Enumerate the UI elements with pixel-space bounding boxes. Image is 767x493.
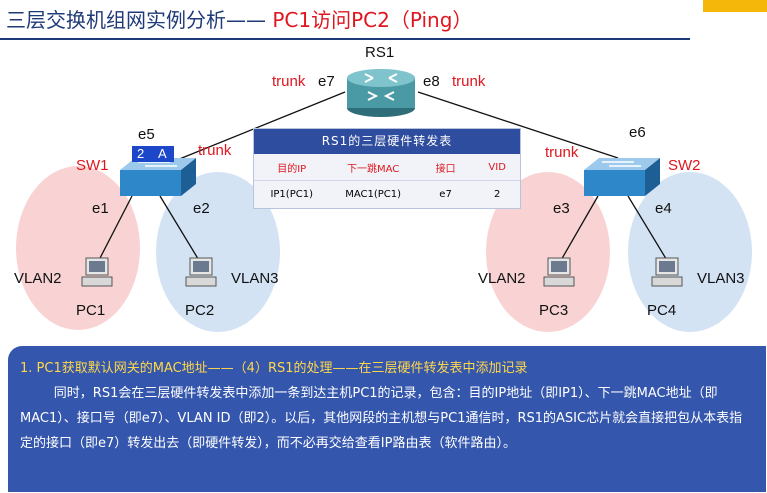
pc-icon-pc3 bbox=[543, 257, 575, 287]
pc-icon-pc4 bbox=[651, 257, 683, 287]
table-header-cell: 接口 bbox=[435, 163, 456, 175]
sw1-badge-box bbox=[132, 146, 152, 162]
pc2-vlan-label: VLAN3 bbox=[231, 270, 279, 287]
sw1-trunk-label: trunk bbox=[198, 142, 232, 159]
switch-icon-sw2 bbox=[584, 158, 660, 196]
rs1-e7-label: e7 bbox=[318, 73, 335, 90]
table-cell: MAC1(PC1) bbox=[345, 189, 402, 200]
sw2-e6-label: e6 bbox=[629, 124, 646, 141]
rs1-right-trunk-label: trunk bbox=[452, 73, 486, 90]
sw1-e1-label: e1 bbox=[92, 200, 109, 217]
table-title: RS1的三层硬件转发表 bbox=[254, 129, 520, 154]
sw2-e4-label: e4 bbox=[655, 200, 672, 217]
pc3-label: PC3 bbox=[539, 302, 569, 319]
pc1-vlan-label: VLAN2 bbox=[14, 270, 62, 287]
pc1-label: PC1 bbox=[76, 302, 106, 319]
rs1-e8-label: e8 bbox=[423, 73, 440, 90]
network-diagram bbox=[16, 69, 752, 332]
table-header-cell: 目的IP bbox=[277, 163, 307, 175]
vlan2-zone-left bbox=[16, 166, 140, 330]
title-divider bbox=[0, 38, 690, 40]
explanation-box: 1. PC1获取默认网关的MAC地址——（4）RS1的处理——在三层硬件转发表中… bbox=[8, 346, 766, 492]
rs1-label: RS1 bbox=[365, 44, 395, 61]
table-header-cell: VID bbox=[488, 161, 506, 173]
corner-decoration bbox=[703, 0, 767, 12]
sw2-label: SW2 bbox=[668, 157, 701, 174]
vlan3-zone-left bbox=[156, 172, 280, 332]
table-cell: 2 bbox=[493, 189, 501, 200]
rs1-left-trunk-label: trunk bbox=[272, 73, 306, 90]
links bbox=[97, 91, 669, 263]
router-icon bbox=[347, 69, 415, 117]
explanation-heading: 1. PC1获取默认网关的MAC地址——（4）RS1的处理——在三层硬件转发表中… bbox=[20, 361, 528, 376]
vlan3-zone-right bbox=[628, 172, 752, 332]
table-header-row: 目的IP 下一跳MAC 接口 VID bbox=[254, 154, 520, 181]
vlan2-zone-right bbox=[486, 172, 610, 332]
pc-icon-pc2 bbox=[185, 257, 217, 287]
table-row: IP1(PC1) MAC1(PC1) e7 2 bbox=[254, 181, 520, 208]
forwarding-table: RS1的三层硬件转发表 目的IP 下一跳MAC 接口 VID IP1(PC1) … bbox=[253, 128, 521, 209]
pc-icon-pc1 bbox=[81, 257, 113, 287]
switch-icon-sw1 bbox=[120, 158, 196, 196]
sw1-badge-letter: A bbox=[158, 146, 167, 161]
table-header-cell: 下一跳MAC bbox=[346, 163, 400, 175]
pc4-vlan-label: VLAN3 bbox=[697, 270, 745, 287]
sw1-e2-label: e2 bbox=[193, 200, 210, 217]
sw2-e3-label: e3 bbox=[553, 200, 570, 217]
page-title: 三层交换机组网实例分析—— PC1访问PC2（Ping） bbox=[6, 8, 473, 32]
table-cell: e7 bbox=[439, 189, 452, 200]
sw1-badge-number: 2 bbox=[137, 146, 145, 161]
table-cell: IP1(PC1) bbox=[270, 189, 313, 200]
pc3-vlan-label: VLAN2 bbox=[478, 270, 526, 287]
explanation-body: 同时，RS1会在三层硬件转发表中添加一条到达主机PC1的记录，包含：目的IP地址… bbox=[20, 386, 743, 451]
pc4-label: PC4 bbox=[647, 302, 677, 319]
pc2-label: PC2 bbox=[185, 302, 215, 319]
page-title-highlight: PC1访问PC2（Ping） bbox=[272, 8, 473, 32]
sw1-label: SW1 bbox=[76, 157, 109, 174]
sw1-badge-box bbox=[152, 146, 174, 162]
sw2-trunk-label: trunk bbox=[545, 144, 579, 161]
sw1-e5-label: e5 bbox=[138, 126, 155, 143]
